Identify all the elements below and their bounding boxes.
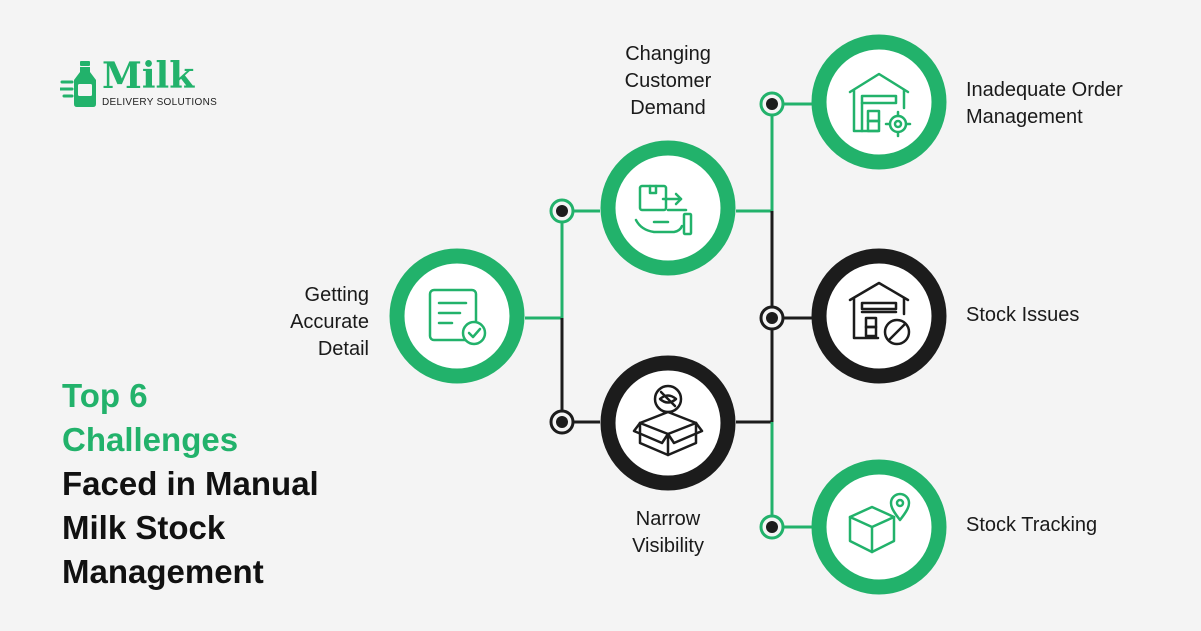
checklist-document-icon [428,288,487,346]
challenge-node-stock-issues [811,248,947,384]
warehouse-gear-icon [848,72,912,138]
box-location-pin-icon [848,492,911,554]
challenge-label-stock-issues: Stock Issues [966,304,1080,326]
challenge-node-narrow-visibility [600,355,736,491]
brand-tagline: DELIVERY SOLUTIONS [102,97,218,108]
challenge-node-order-management [811,34,947,170]
connector-dot [549,409,575,435]
challenge-node-customer-demand [600,140,736,276]
challenge-label-accurate-detail: Getting Accurate Detail [290,284,369,360]
connector-dot [759,514,785,540]
connector-dot [759,305,785,331]
page-title: Top 6 Challenges Faced in Manual Milk St… [62,374,319,594]
brand-logo: Milk DELIVERY SOLUTIONS [60,55,220,110]
brand-name: Milk [102,55,195,97]
title-line: Challenges [62,421,239,458]
challenge-label-narrow-visibility: Narrow Visibility [632,508,704,557]
connector-dot [549,198,575,224]
box-hidden-eye-icon [632,384,704,457]
warehouse-blocked-icon [848,281,911,346]
title-line: Milk Stock [62,509,226,546]
challenge-node-accurate-detail [389,248,525,384]
milk-bottle-icon [60,61,96,107]
challenge-label-stock-tracking: Stock Tracking [966,514,1098,536]
challenge-label-order-management: Inadequate Order Management [966,79,1123,128]
box-exchange-hand-icon [634,184,693,236]
title-line: Top 6 [62,377,148,414]
challenge-label-customer-demand: Changing Customer Demand [624,43,712,119]
title-line: Management [62,553,264,590]
connector-dot [759,91,785,117]
challenge-node-stock-tracking [811,459,947,595]
title-line: Faced in Manual [62,465,319,502]
